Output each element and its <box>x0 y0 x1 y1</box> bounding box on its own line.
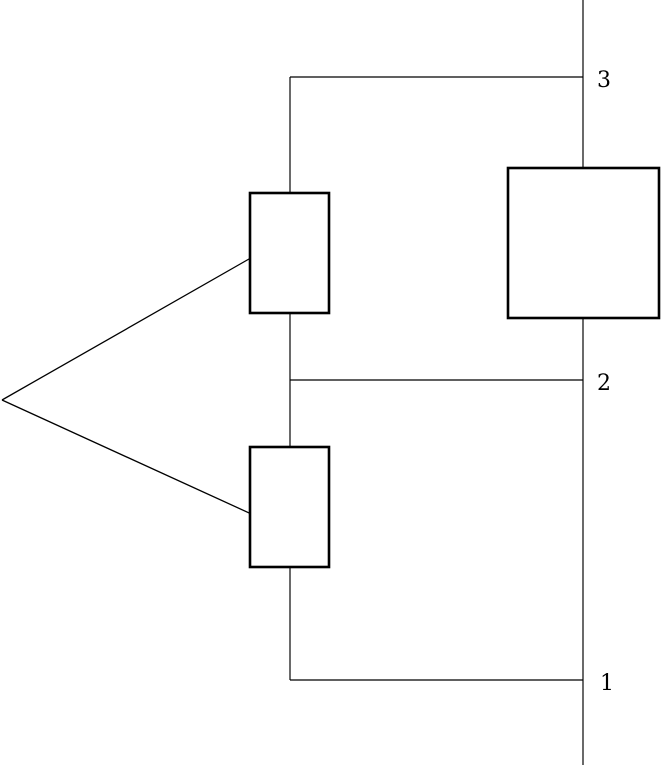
lower-resistor-box <box>248 445 331 569</box>
terminal-label-1: 1 <box>600 671 614 696</box>
terminal-label-2: 2 <box>597 371 611 396</box>
terminal-label-3: 3 <box>597 68 611 93</box>
wiper-lower-line <box>1 399 283 529</box>
wiper-upper-line <box>1 246 271 401</box>
upper-resistor-box <box>248 191 331 315</box>
right-component-box <box>506 166 661 320</box>
